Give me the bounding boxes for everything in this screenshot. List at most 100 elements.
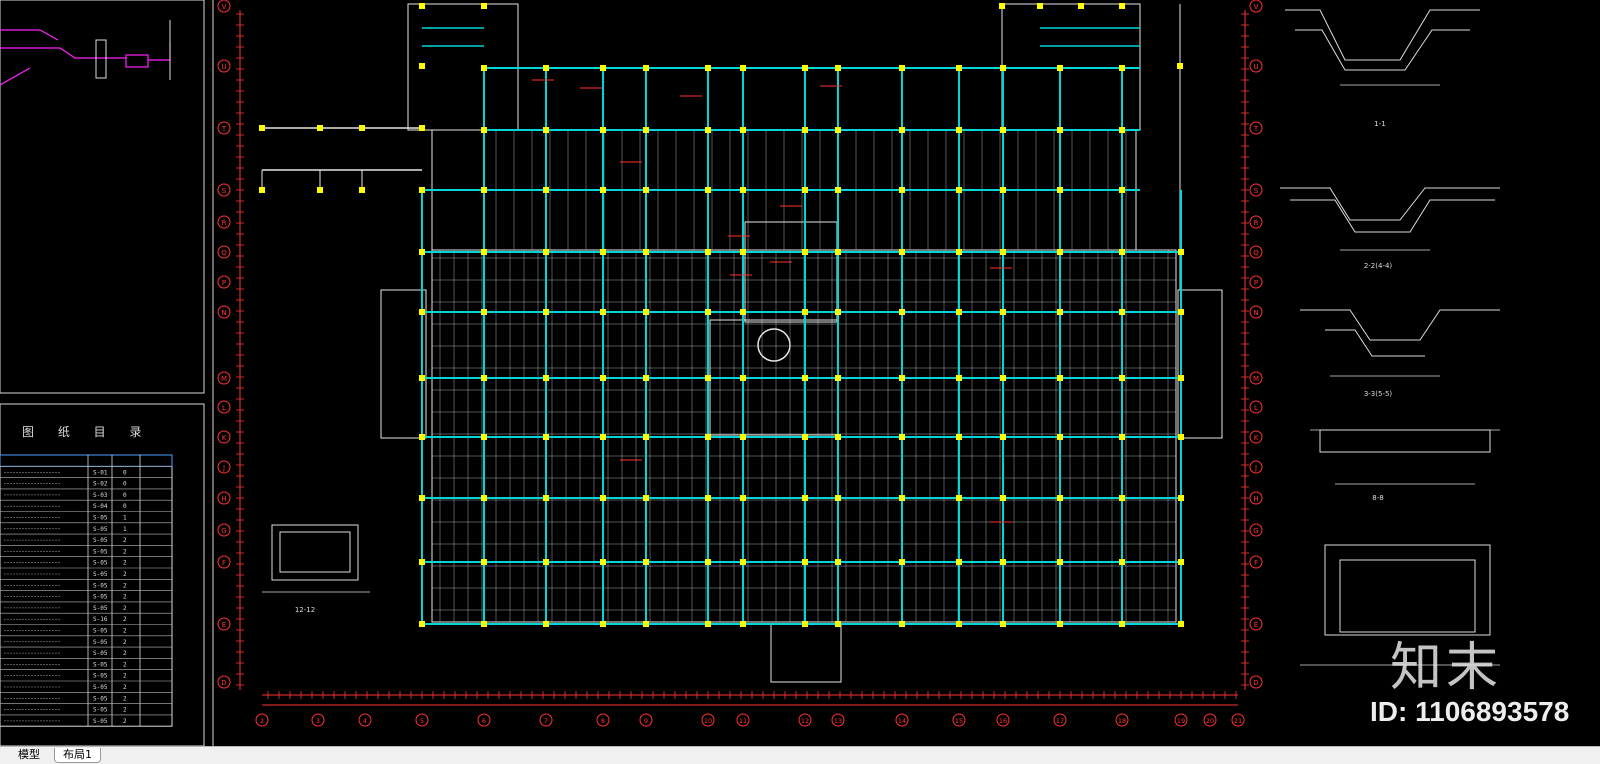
column-marker	[899, 434, 905, 440]
wall-east-wing	[1177, 289, 1223, 439]
col-bubble	[539, 713, 553, 727]
row-bubble-label: V	[1254, 3, 1259, 11]
col-bubble-label: 6	[482, 717, 486, 725]
column-marker	[802, 375, 808, 381]
column-marker	[835, 127, 841, 133]
column-marker	[1119, 249, 1125, 255]
column-marker	[705, 65, 711, 71]
column-marker	[359, 187, 365, 193]
column-marker	[802, 309, 808, 315]
row-bubble	[1249, 555, 1263, 569]
column-marker	[740, 187, 746, 193]
column-marker	[835, 434, 841, 440]
watermark-brand: 知末	[1390, 638, 1503, 698]
row-bubble	[217, 400, 231, 414]
row-bubble-label: N	[1253, 309, 1258, 317]
row-bubble	[1249, 430, 1263, 444]
section-label: 3-3(5-5)	[1364, 390, 1393, 398]
row-bubble	[217, 0, 231, 13]
column-marker	[481, 3, 487, 9]
row-bubble-label: M	[221, 375, 227, 383]
column-marker	[1178, 559, 1184, 565]
column-marker	[643, 621, 649, 627]
index-row-sheet: 2	[123, 560, 127, 567]
row-bubble	[1249, 371, 1263, 385]
column-marker	[835, 495, 841, 501]
column-marker	[1000, 495, 1006, 501]
column-marker	[956, 375, 962, 381]
row-bubble-label: F	[1254, 559, 1258, 567]
column-marker	[543, 434, 549, 440]
row-bubble-label: H	[1253, 495, 1258, 503]
column-marker	[481, 559, 487, 565]
column-marker	[643, 495, 649, 501]
row-bubble-label: U	[1253, 63, 1258, 71]
column-marker	[956, 495, 962, 501]
section-label: 2-2(4-4)	[1364, 262, 1393, 270]
index-row-code: S-05	[93, 594, 108, 601]
column-marker	[1119, 3, 1125, 9]
column-marker	[705, 495, 711, 501]
column-marker	[899, 127, 905, 133]
col-bubble	[255, 713, 269, 727]
index-row-code: S-05	[93, 526, 108, 533]
col-bubble	[1115, 713, 1129, 727]
column-marker	[481, 309, 487, 315]
col-bubble	[415, 713, 429, 727]
column-marker	[481, 249, 487, 255]
column-marker	[600, 127, 606, 133]
index-row-code: S-05	[93, 707, 108, 714]
index-row-sheet: 2	[123, 673, 127, 680]
tab-layout-1[interactable]: 布局1	[54, 748, 101, 763]
column-marker	[643, 434, 649, 440]
col-bubble	[639, 713, 653, 727]
column-marker	[1119, 65, 1125, 71]
index-row-code: S-05	[93, 673, 108, 680]
row-bubble-label: F	[222, 559, 226, 567]
row-bubble	[217, 491, 231, 505]
column-marker	[419, 249, 425, 255]
row-bubble	[217, 305, 231, 319]
column-marker	[259, 125, 265, 131]
index-row-sheet: 0	[123, 503, 127, 510]
row-bubble	[1249, 245, 1263, 259]
index-row-code: S-05	[93, 515, 108, 522]
row-bubble-label: N	[221, 309, 226, 317]
column-marker	[419, 621, 425, 627]
col-bubble	[358, 713, 372, 727]
column-marker	[1119, 127, 1125, 133]
column-marker	[1178, 495, 1184, 501]
col-bubble	[895, 713, 909, 727]
column-marker	[1119, 495, 1125, 501]
index-row-sheet: 2	[123, 718, 127, 725]
column-marker	[835, 309, 841, 315]
column-marker	[643, 187, 649, 193]
row-bubble	[217, 215, 231, 229]
column-marker	[740, 621, 746, 627]
index-row-sheet: 2	[123, 571, 127, 578]
column-marker	[643, 65, 649, 71]
drawing-index-title: 图 纸 目 录	[22, 425, 152, 439]
index-row-sheet: 2	[123, 616, 127, 623]
column-marker	[956, 621, 962, 627]
tab-model[interactable]: 模型	[18, 748, 40, 761]
column-marker	[1037, 3, 1043, 9]
column-marker	[999, 3, 1005, 9]
col-bubble-label: 14	[898, 717, 906, 725]
column-marker	[705, 621, 711, 627]
column-marker	[419, 559, 425, 565]
column-marker	[481, 127, 487, 133]
column-marker	[1057, 434, 1063, 440]
column-marker	[802, 249, 808, 255]
circular-opening	[757, 328, 791, 362]
column-marker	[1000, 187, 1006, 193]
column-marker	[543, 65, 549, 71]
row-bubble	[1249, 400, 1263, 414]
column-marker	[705, 127, 711, 133]
column-marker	[899, 309, 905, 315]
section-12-inner	[279, 531, 351, 573]
column-marker	[600, 309, 606, 315]
column-marker	[543, 127, 549, 133]
